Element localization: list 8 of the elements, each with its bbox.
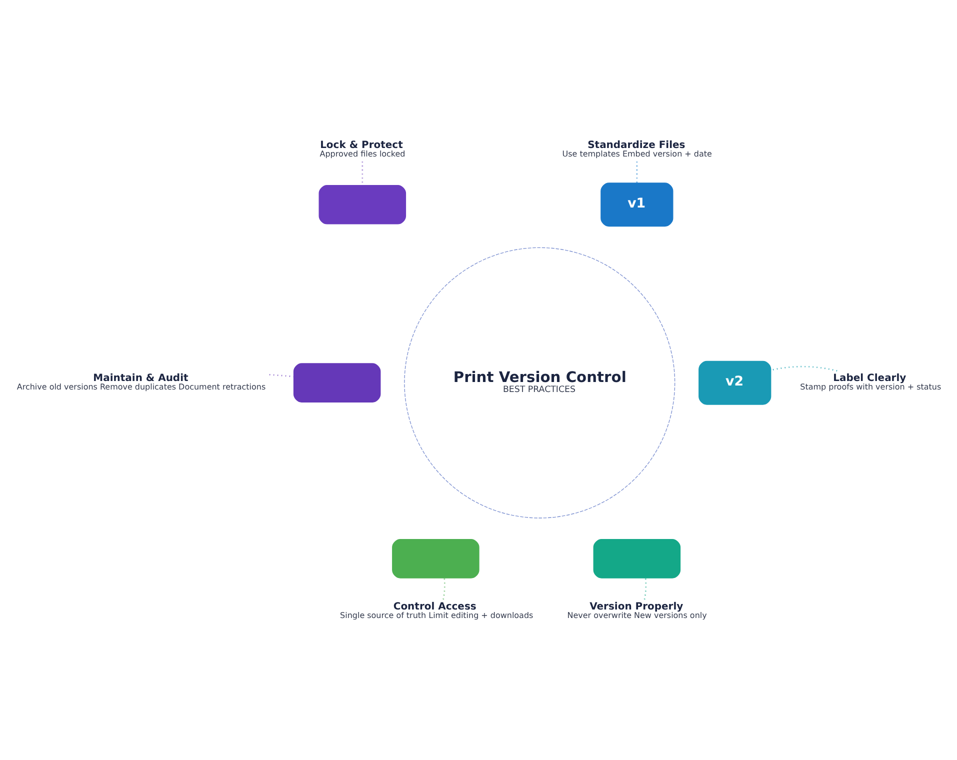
node-box: v2: [698, 360, 772, 404]
node-bar: [318, 184, 406, 224]
node-circle: Print Version Control BEST PRACTICES: [404, 246, 676, 518]
node-box: v1: [600, 182, 674, 226]
node-bar: [593, 538, 681, 578]
node-bar: [293, 362, 381, 402]
node-bar: [392, 538, 480, 578]
connector: [770, 365, 838, 371]
